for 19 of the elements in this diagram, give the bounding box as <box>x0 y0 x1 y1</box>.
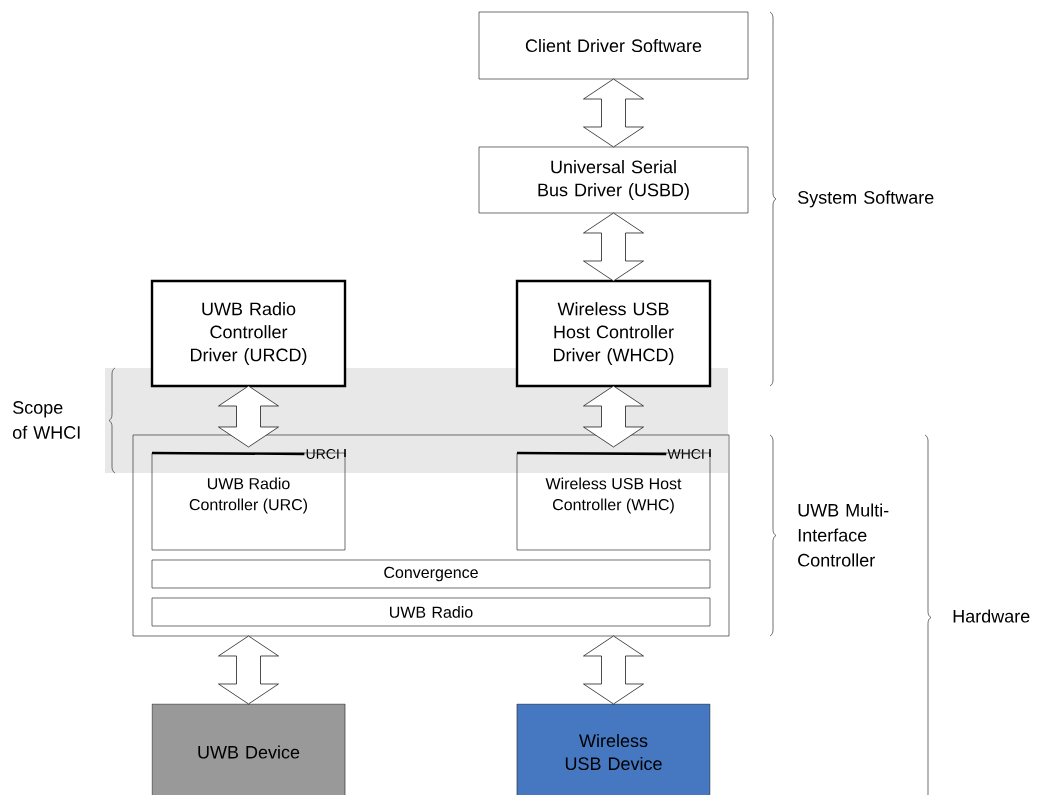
layer-bar: Convergence <box>151 559 711 589</box>
software-box: Universal Serial Bus Driver (USBD) <box>478 146 749 214</box>
layer-bar: UWB Radio <box>151 597 711 627</box>
bracket-label: Scope of WHCI <box>12 401 80 439</box>
device-box: UWB Device <box>151 703 346 795</box>
bracket-label: UWB Multi-Interface Controller <box>798 503 889 567</box>
bracket-label: System Software <box>798 190 934 208</box>
controller-box <box>132 434 730 637</box>
double-arrow <box>583 212 644 282</box>
driver-box: UWB Radio Controller Driver (URCD) <box>150 279 347 388</box>
driver-box: Wireless USB Host Controller Driver (WHCD) <box>515 279 712 388</box>
double-arrow <box>583 385 644 448</box>
software-box: Client Driver Software <box>478 11 749 80</box>
double-arrow <box>218 385 279 448</box>
double-arrow <box>583 78 644 148</box>
double-arrow <box>583 635 644 705</box>
device-box: Wireless USB Device <box>516 703 711 795</box>
bracket-label: Hardware <box>953 609 1030 623</box>
double-arrow <box>218 635 279 705</box>
